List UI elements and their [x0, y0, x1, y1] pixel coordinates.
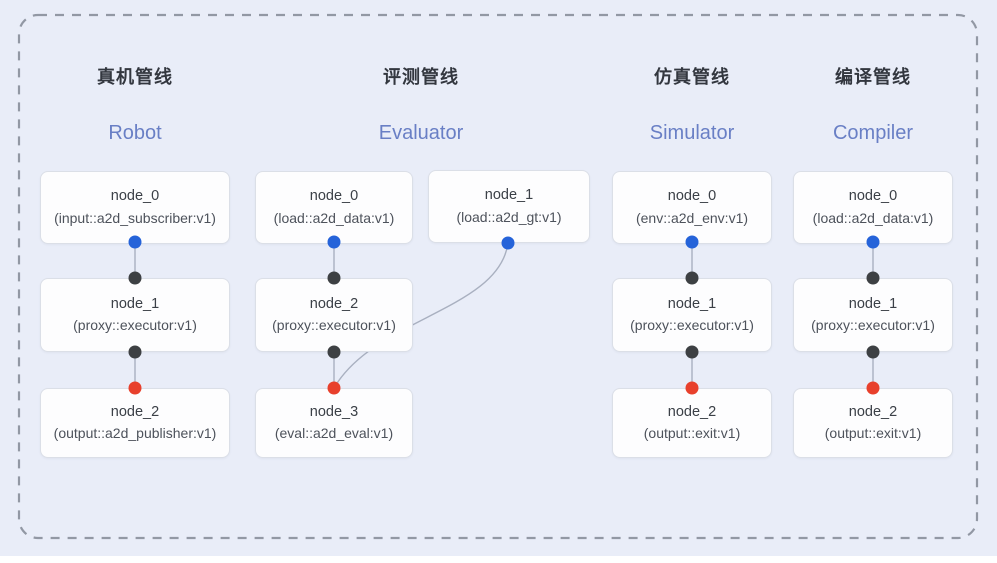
input-port-dot-black — [327, 271, 341, 285]
dashed-frame — [17, 13, 979, 540]
node-detail: (load::a2d_data:v1) — [812, 209, 934, 226]
input-port-dot-red — [685, 381, 699, 395]
input-port-dot-black — [685, 271, 699, 285]
node-name: node_0 — [848, 188, 898, 205]
output-port-dot-blue — [866, 235, 880, 249]
node-box-robot-2: node_2 (output::a2d_publisher:v1) — [40, 388, 230, 458]
node-name: node_1 — [110, 295, 160, 312]
bottom-edge-strip — [0, 556, 997, 563]
node-box-robot-0: node_0 (input::a2d_subscriber:v1) — [40, 171, 230, 244]
node-box-simulator-1: node_1 (proxy::executor:v1) — [612, 278, 772, 352]
node-box-evaluator-2: node_2 (proxy::executor:v1) — [255, 278, 413, 352]
node-box-evaluator-3: node_3 (eval::a2d_eval:v1) — [255, 388, 413, 458]
pipeline-title-zh-evaluator: 评测管线 — [383, 67, 459, 87]
node-detail: (proxy::executor:v1) — [73, 317, 197, 334]
pipeline-title-zh-robot: 真机管线 — [97, 67, 173, 87]
output-port-dot-blue — [327, 235, 341, 249]
node-name: node_2 — [309, 295, 359, 312]
pipeline-title-en-evaluator: Evaluator — [378, 122, 464, 144]
node-detail: (output::exit:v1) — [643, 425, 741, 442]
pipeline-title-en-simulator: Simulator — [649, 122, 735, 144]
gt-to-eval-curve — [333, 242, 509, 389]
node-box-compiler-1: node_1 (proxy::executor:v1) — [793, 278, 953, 352]
node-name: node_1 — [484, 187, 534, 204]
node-box-evaluator-1: node_1 (load::a2d_gt:v1) — [428, 170, 590, 243]
input-port-dot-red — [327, 381, 341, 395]
input-port-dot-black — [128, 271, 142, 285]
output-port-dot-blue — [128, 235, 142, 249]
node-box-compiler-2: node_2 (output::exit:v1) — [793, 388, 953, 458]
node-box-evaluator-0: node_0 (load::a2d_data:v1) — [255, 171, 413, 244]
node-detail: (output::a2d_publisher:v1) — [53, 425, 217, 442]
pipeline-title-zh-compiler: 编译管线 — [835, 67, 911, 87]
pipeline-title-en-compiler: Compiler — [832, 122, 914, 144]
node-name: node_0 — [667, 188, 717, 205]
node-detail: (proxy::executor:v1) — [630, 317, 754, 334]
output-port-dot-blue — [685, 235, 699, 249]
node-box-compiler-0: node_0 (load::a2d_data:v1) — [793, 171, 953, 244]
output-port-dot-black — [866, 345, 880, 359]
output-port-dot-black — [685, 345, 699, 359]
output-port-dot-black — [128, 345, 142, 359]
node-name: node_2 — [848, 403, 898, 420]
node-name: node_0 — [110, 188, 160, 205]
node-detail: (proxy::executor:v1) — [272, 317, 396, 334]
input-port-dot-red — [866, 381, 880, 395]
node-name: node_2 — [110, 403, 160, 420]
output-port-dot-black — [327, 345, 341, 359]
pipeline-title-zh-simulator: 仿真管线 — [654, 67, 730, 87]
node-name: node_3 — [309, 403, 359, 420]
output-port-dot-blue — [501, 236, 515, 250]
node-box-robot-1: node_1 (proxy::executor:v1) — [40, 278, 230, 352]
node-detail: (load::a2d_gt:v1) — [456, 208, 562, 225]
node-detail: (output::exit:v1) — [824, 425, 922, 442]
node-detail: (input::a2d_subscriber:v1) — [54, 209, 216, 226]
node-box-simulator-0: node_0 (env::a2d_env:v1) — [612, 171, 772, 244]
node-name: node_2 — [667, 403, 717, 420]
node-detail: (proxy::executor:v1) — [811, 317, 935, 334]
node-box-simulator-2: node_2 (output::exit:v1) — [612, 388, 772, 458]
node-name: node_0 — [309, 188, 359, 205]
input-port-dot-black — [866, 271, 880, 285]
node-detail: (load::a2d_data:v1) — [273, 209, 395, 226]
node-detail: (env::a2d_env:v1) — [635, 209, 749, 226]
pipeline-title-en-robot: Robot — [108, 122, 162, 144]
node-name: node_1 — [667, 295, 717, 312]
node-name: node_1 — [848, 295, 898, 312]
node-detail: (eval::a2d_eval:v1) — [274, 425, 394, 442]
input-port-dot-red — [128, 381, 142, 395]
